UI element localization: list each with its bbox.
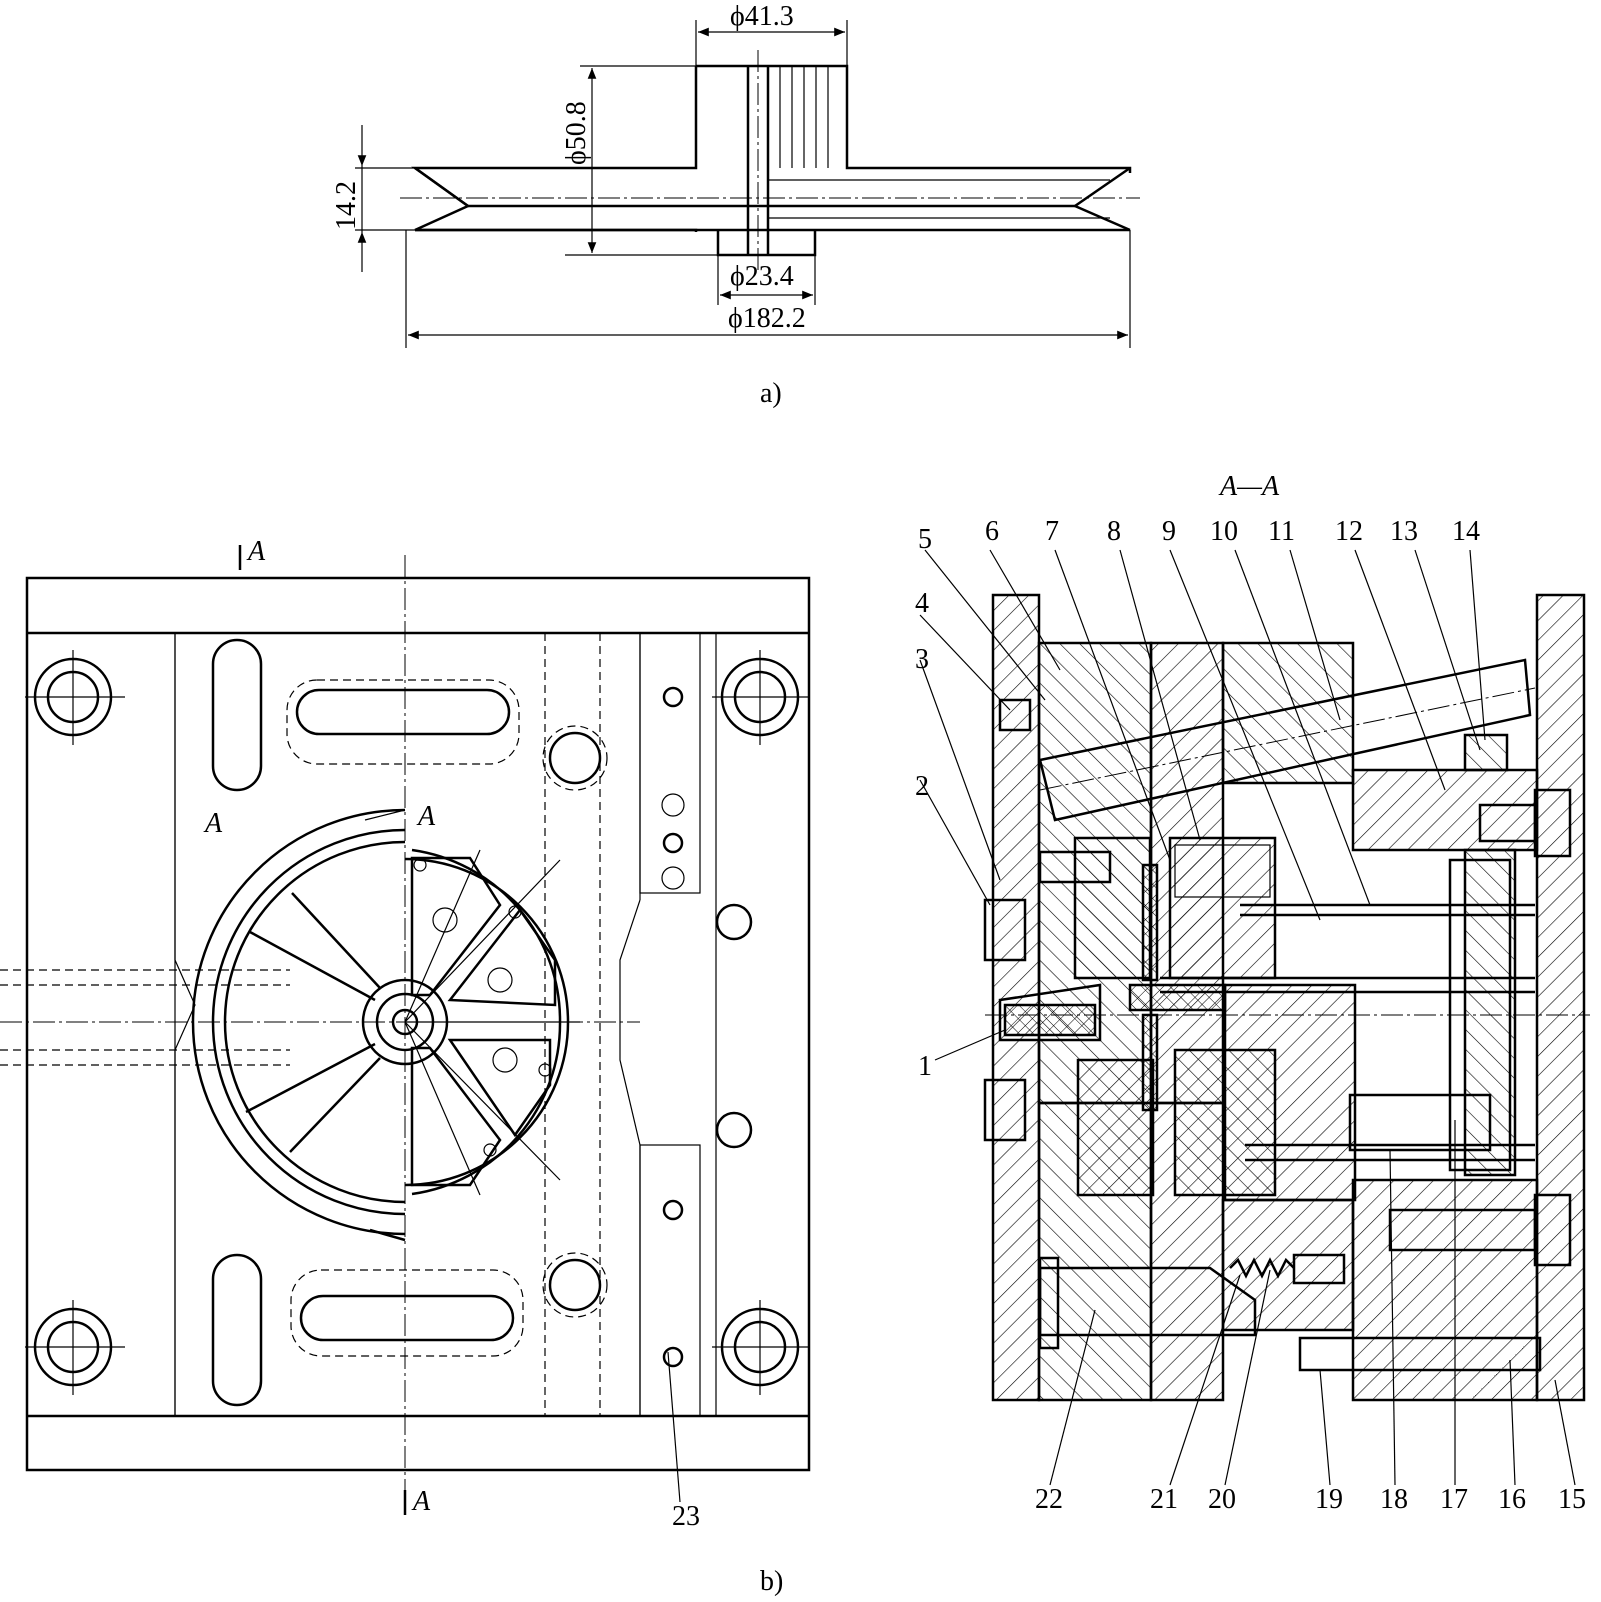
callout-8: 8 [1107, 516, 1121, 547]
callout-1: 1 [918, 1051, 932, 1082]
section-title: A—A [1218, 471, 1280, 502]
callout-14: 14 [1452, 516, 1480, 547]
callout-4: 4 [915, 588, 929, 619]
dim-d182: ϕ182.2 [728, 303, 806, 334]
section-mark-pulley: A [416, 801, 436, 832]
pulley-in-mold [191, 808, 580, 1242]
callout-3: 3 [915, 644, 929, 675]
section-mark-mid: A [203, 808, 223, 839]
callout-11: 11 [1268, 516, 1295, 547]
callout-22: 22 [1035, 1484, 1063, 1515]
callout-21: 21 [1150, 1484, 1178, 1515]
callout-9: 9 [1162, 516, 1176, 547]
callout-12: 12 [1335, 516, 1363, 547]
corner-bolt-bottom-right [712, 1300, 808, 1395]
callout-16: 16 [1498, 1484, 1526, 1515]
figure-b-plan-view: A A A A 23 [0, 536, 811, 1532]
dim-h14: 14.2 [331, 181, 362, 230]
section-mark-bottom: A [411, 1486, 431, 1517]
corner-bolt-top-left [25, 650, 125, 745]
section-mark-top: A [246, 536, 266, 567]
callout-18: 18 [1380, 1484, 1408, 1515]
callout-6: 6 [985, 516, 999, 547]
callout-5: 5 [918, 524, 932, 555]
callout-2: 2 [915, 771, 929, 802]
callout-10: 10 [1210, 516, 1238, 547]
callout-20: 20 [1208, 1484, 1236, 1515]
caption-b: b) [760, 1566, 783, 1597]
callout-7: 7 [1045, 516, 1059, 547]
caption-a: a) [760, 378, 782, 409]
figure-b-section-aa: A—A [915, 471, 1590, 1515]
dim-d23: ϕ23.4 [730, 261, 794, 292]
callout-15: 15 [1558, 1484, 1586, 1515]
corner-bolt-top-right [712, 650, 808, 745]
dim-d41: ϕ41.3 [730, 1, 794, 32]
dim-d50: ϕ50.8 [561, 101, 592, 165]
callout-17: 17 [1440, 1484, 1468, 1515]
callout-13: 13 [1390, 516, 1418, 547]
figure-a-pulley: ϕ41.3 ϕ50.8 14.2 ϕ23.4 ϕ182.2 a) [331, 1, 1140, 409]
corner-bolt-bottom-left [25, 1300, 125, 1395]
callout-19: 19 [1315, 1484, 1343, 1515]
callout-23: 23 [672, 1501, 700, 1532]
